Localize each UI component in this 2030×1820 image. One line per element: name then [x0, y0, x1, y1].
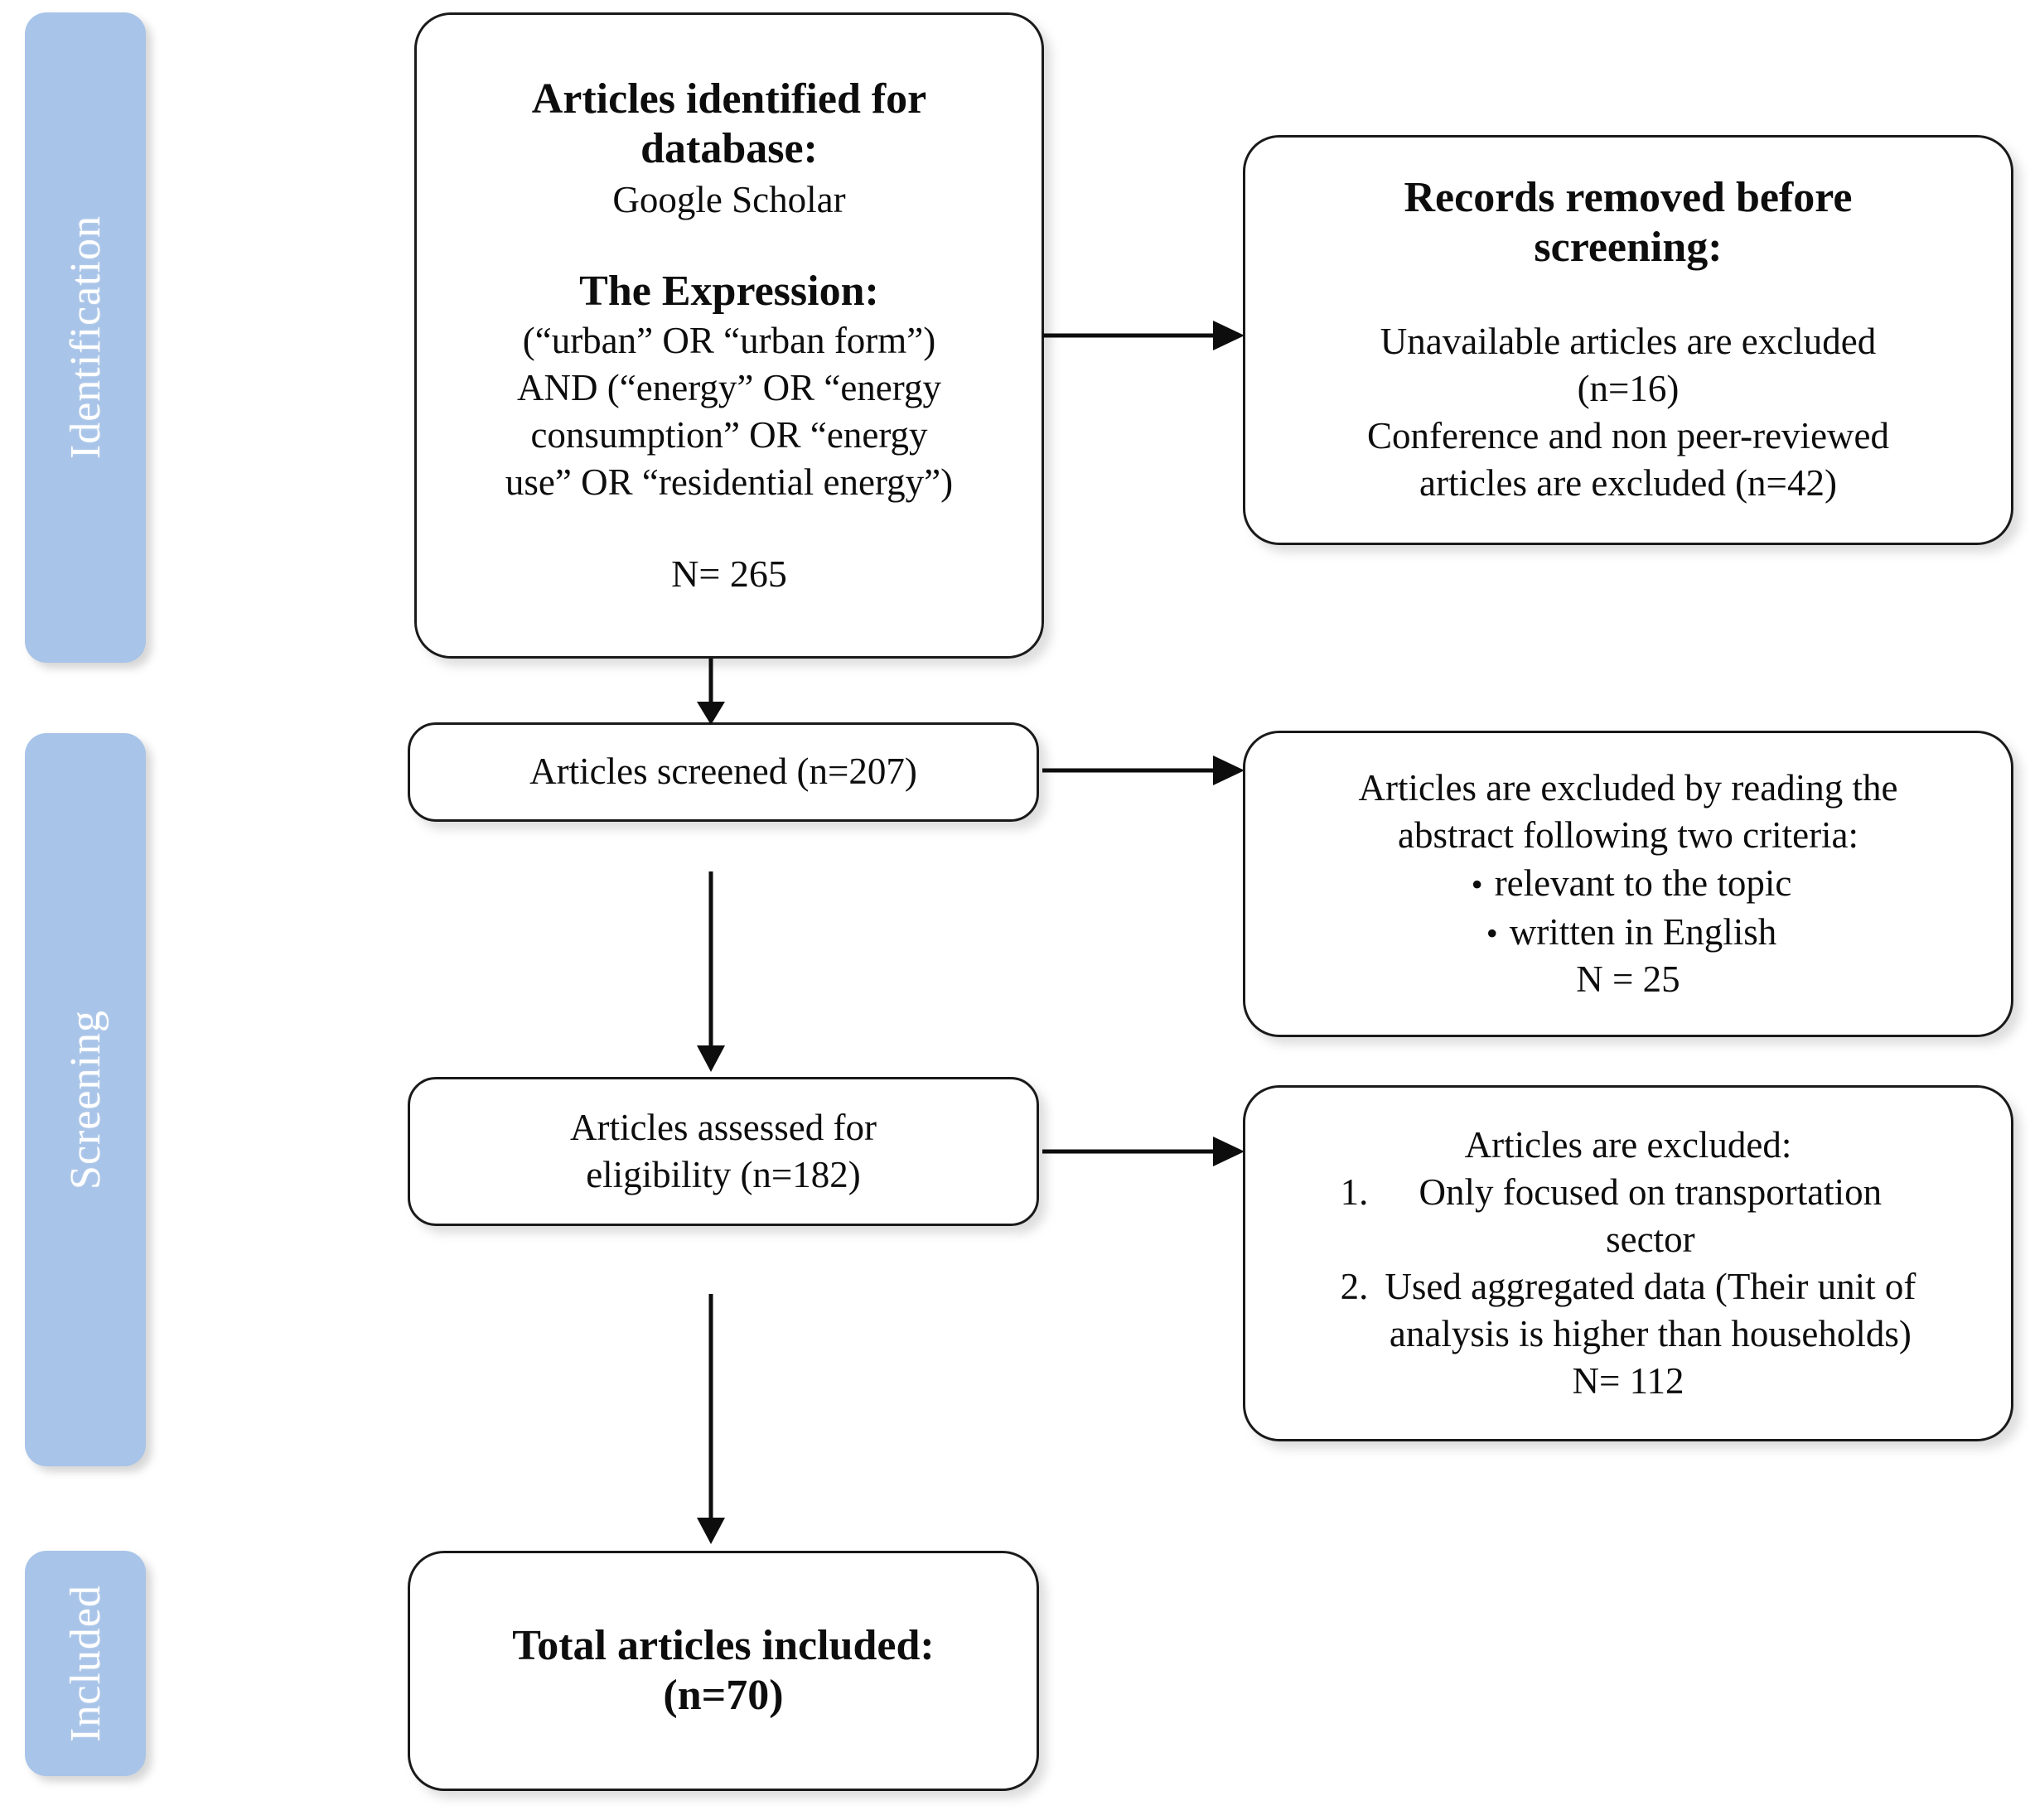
reason-text: Only focused on transportation sector [1385, 1169, 1916, 1263]
total-included-line1: Total articles included: [512, 1621, 935, 1669]
removed-title-line1: Records removed before [1404, 173, 1853, 221]
box-articles-excluded-eligibility: Articles are excluded: 1. Only focused o… [1243, 1085, 2013, 1441]
arrow-identified-to-screened-icon [690, 659, 732, 727]
box-articles-identified: Articles identified for database: Google… [414, 12, 1044, 659]
stage-label-identification: Identification [61, 215, 109, 460]
removed-body-line3: Conference and non peer-reviewed [1366, 414, 1890, 456]
stage-label-included: Included [61, 1585, 109, 1742]
stage-bar-screening: Screening [25, 733, 146, 1466]
stage-bar-identification: Identification [25, 12, 146, 663]
reason-text-line2: analysis is higher than households) [1389, 1313, 1912, 1355]
identified-expression-line2: AND (“energy” OR “energy [517, 366, 941, 408]
reason-item: 1. Only focused on transportation sector [1341, 1169, 1916, 1263]
excluded-abstract-line2: abstract following two criteria: [1397, 813, 1859, 856]
box-articles-screened: Articles screened (n=207) [408, 722, 1039, 822]
box-articles-excluded-abstract: Articles are excluded by reading the abs… [1243, 731, 2013, 1037]
eligibility-line1: Articles assessed for [570, 1106, 877, 1148]
identified-expression-line4: use” OR “residential energy”) [505, 461, 954, 504]
box-total-articles-included: Total articles included: (n=70) [408, 1551, 1039, 1791]
reason-text-line2: sector [1606, 1218, 1695, 1260]
total-included-line2: (n=70) [663, 1672, 784, 1719]
arrow-screened-to-excluded-abstract-icon [1042, 750, 1246, 791]
identified-title-line2: database: [640, 124, 818, 172]
removed-body-line1: Unavailable articles are excluded [1380, 320, 1877, 362]
box-articles-assessed-eligibility: Articles assessed for eligibility (n=182… [408, 1077, 1039, 1226]
reason-text-line1: Used aggregated data (Their unit of [1385, 1266, 1916, 1307]
excluded-abstract-count: N = 25 [1576, 958, 1680, 1001]
box-records-removed-before-screening: Records removed before screening: Unavai… [1243, 135, 2013, 545]
excluded-eligibility-count: N= 112 [1572, 1360, 1684, 1402]
excluded-eligibility-heading: Articles are excluded: [1464, 1123, 1792, 1166]
excluded-abstract-line1: Articles are excluded by reading the [1358, 766, 1898, 809]
identified-expression-heading: The Expression: [579, 268, 879, 316]
reason-number: 2. [1340, 1266, 1369, 1307]
excluded-abstract-criteria-list: relevant to the topic written in English [1465, 859, 1792, 956]
reason-item: 2. Used aggregated data (Their unit of a… [1341, 1263, 1916, 1358]
identified-title-line1: Articles identified for [531, 75, 927, 123]
identified-count: N= 265 [671, 553, 787, 596]
identified-database-name: Google Scholar [612, 179, 846, 221]
removed-body-line2: (n=16) [1577, 367, 1680, 409]
stage-label-screening: Screening [61, 1010, 109, 1190]
stage-bar-included: Included [25, 1551, 146, 1776]
identified-expression-line3: consumption” OR “energy [530, 413, 928, 456]
removed-body-line4: articles are excluded (n=42) [1419, 461, 1837, 504]
arrow-identified-to-removed-icon [1042, 315, 1246, 356]
eligibility-line2: eligibility (n=182) [586, 1154, 861, 1195]
arrow-eligibility-to-total-included-icon [690, 1294, 732, 1549]
reason-text: Used aggregated data (Their unit of anal… [1385, 1263, 1916, 1358]
removed-title-line2: screening: [1534, 224, 1723, 272]
excluded-eligibility-reason-list: 1. Only focused on transportation sector… [1341, 1169, 1916, 1359]
arrow-screened-to-eligibility-icon [690, 871, 732, 1077]
screened-text: Articles screened (n=207) [529, 751, 917, 793]
reason-text-line1: Only focused on transportation [1419, 1171, 1883, 1213]
identified-expression-line1: (“urban” OR “urban form”) [522, 319, 936, 361]
arrow-eligibility-to-excluded-eligibility-icon [1042, 1131, 1246, 1172]
criteria-item: written in English [1465, 908, 1792, 957]
criteria-item: relevant to the topic [1465, 859, 1792, 908]
reason-number: 1. [1340, 1171, 1369, 1213]
